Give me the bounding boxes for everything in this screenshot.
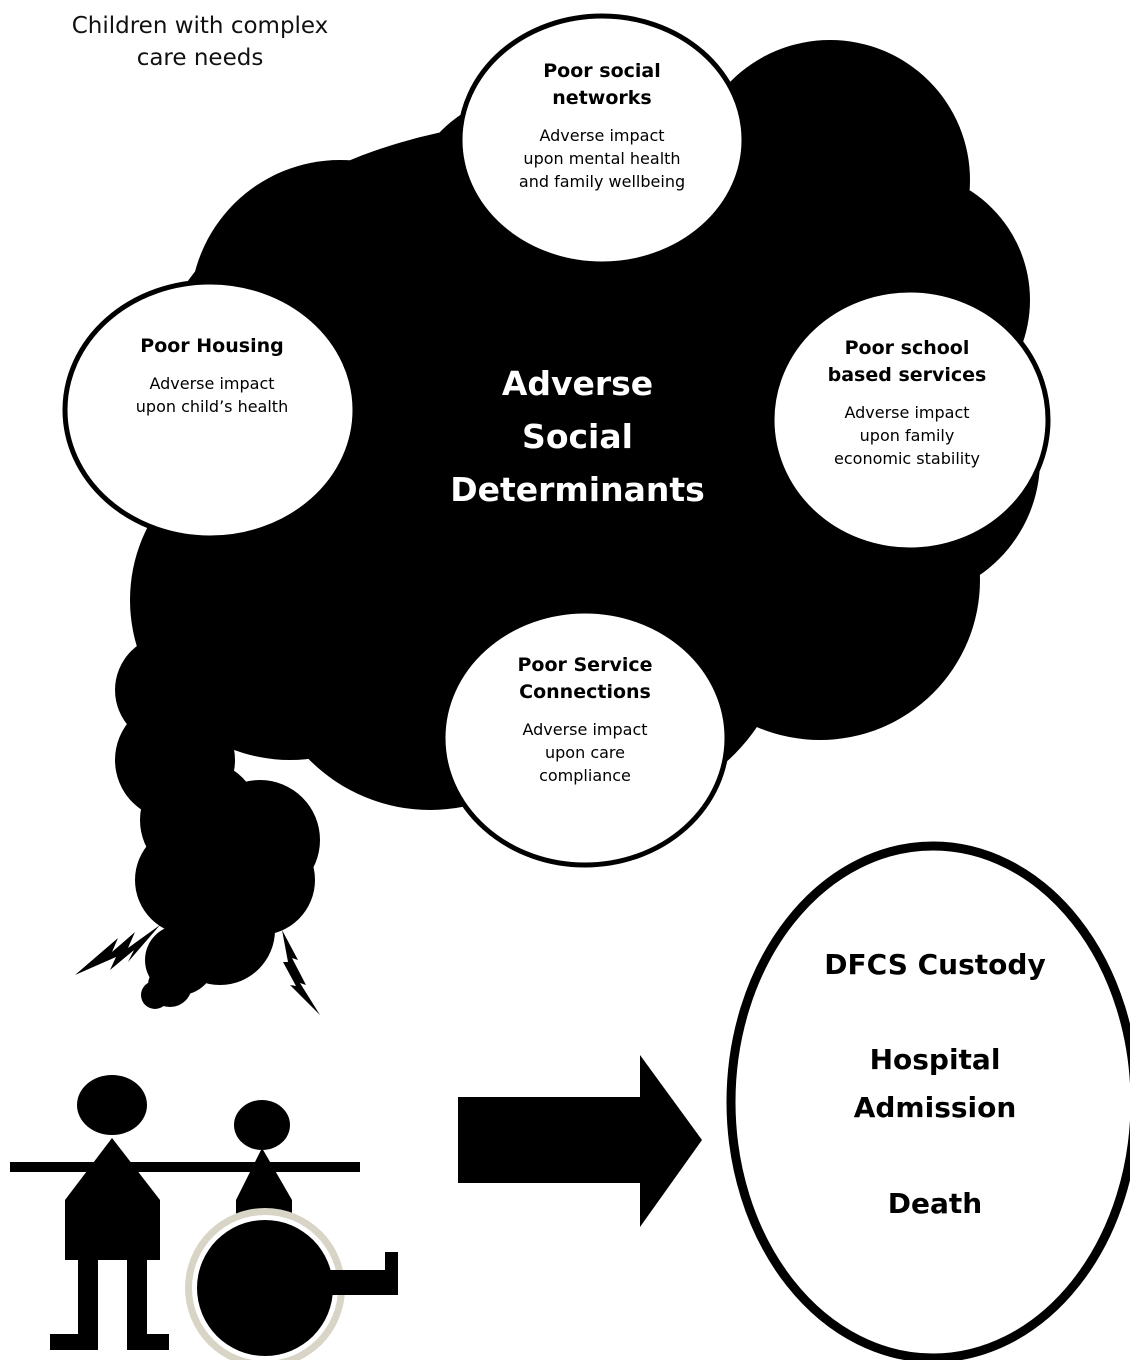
center-title: Adverse Social Determinants — [430, 357, 725, 516]
bubble-social-networks-text: Poor social networks Adverse impact upon… — [482, 58, 722, 193]
bubble-school-services-text: Poor school based services Adverse impac… — [787, 335, 1027, 470]
bubble-desc-line: economic stability — [834, 449, 980, 468]
bubble-desc-line: upon care — [545, 743, 625, 762]
bubble-title: Poor school based services — [787, 335, 1027, 389]
wheelchair-child-icon — [185, 1100, 398, 1360]
bubble-title: Poor Service Connections — [465, 652, 705, 706]
bubble-desc-line: upon mental health — [523, 149, 681, 168]
outcome-dfcs-custody: DFCS Custody — [824, 948, 1046, 981]
bubble-service-connections — [440, 608, 730, 868]
standing-person-icon — [50, 1075, 169, 1350]
bubble-desc-line: and family wellbeing — [518, 172, 686, 191]
center-title-line: Determinants — [450, 470, 705, 509]
bubble-desc-line: upon child’s health — [135, 397, 289, 416]
bubble-title-line: networks — [552, 87, 652, 109]
bubble-school-services — [769, 287, 1051, 553]
bubble-title-line: Poor Housing — [140, 335, 284, 357]
caption: Children with complex care needs — [30, 10, 370, 74]
outcome-ellipse — [726, 841, 1130, 1360]
bubble-housing-text: Poor Housing Adverse impact upon child’s… — [92, 333, 332, 418]
center-title-line: Social — [522, 417, 633, 456]
outcome-hospital: Hospital — [869, 1043, 1001, 1076]
bubble-desc: Adverse impact upon family economic stab… — [787, 401, 1027, 470]
bubble-desc: Adverse impact upon child’s health — [92, 372, 332, 418]
bubble-desc-line: Adverse impact — [149, 374, 275, 393]
arms-bar — [10, 1162, 360, 1172]
bubble-desc-line: upon family — [859, 426, 955, 445]
bubble-desc: Adverse impact upon care compliance — [465, 718, 705, 787]
bubble-desc-line: Adverse impact — [539, 126, 665, 145]
outcome-death: Death — [887, 1187, 983, 1220]
bubble-title-line: Poor social — [543, 60, 661, 82]
bubble-service-connections-text: Poor Service Connections Adverse impact … — [465, 652, 705, 787]
caption-line: Children with complex — [71, 13, 329, 39]
lightning-bolt-icon — [75, 925, 160, 975]
bubble-title-line: Poor Service — [517, 654, 653, 676]
bubble-title: Poor social networks — [482, 58, 722, 112]
outcome-admission: Admission — [853, 1091, 1017, 1124]
bubble-title-line: Poor school — [844, 337, 970, 359]
bubble-desc-line: compliance — [539, 766, 631, 785]
bubble-desc-line: Adverse impact — [522, 720, 648, 739]
bubble-title-line: based services — [827, 364, 987, 386]
bubble-desc: Adverse impact upon mental health and fa… — [482, 124, 722, 193]
bubble-desc-line: Adverse impact — [844, 403, 970, 422]
bubble-social-networks — [457, 13, 747, 267]
lightning-bolt-icon — [282, 930, 320, 1015]
caption-line: care needs — [136, 45, 264, 71]
bubble-title-line: Connections — [519, 681, 651, 703]
bubble-housing — [62, 279, 358, 541]
bubble-title: Poor Housing — [92, 333, 332, 360]
center-title-line: Adverse — [501, 364, 654, 403]
right-arrow-icon — [458, 1055, 702, 1227]
